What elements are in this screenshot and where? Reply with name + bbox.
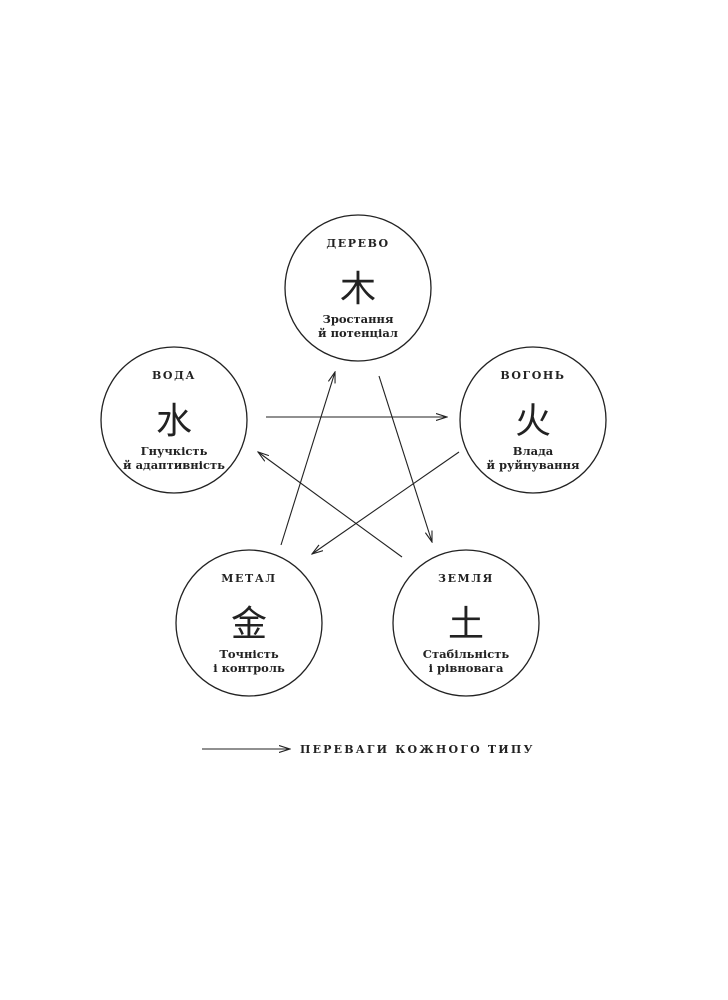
legend: ПЕРЕВАГИ КОЖНОГО ТИПУ [202, 743, 535, 756]
element-glyph-wood: 木 [340, 269, 376, 310]
element-glyph-water: 水 [156, 401, 192, 442]
element-name-fire: ВОГОНЬ [500, 369, 565, 382]
arrows-layer [258, 372, 460, 558]
arrow-metal-to-wood [280, 372, 335, 546]
element-desc-fire-line-2: й руйнування [486, 458, 580, 472]
element-glyph-earth: 土 [448, 604, 484, 645]
element-circle-water [100, 346, 248, 494]
element-name-wood: ДЕРЕВО [326, 237, 389, 250]
element-desc-wood-line-2: й потенціал [318, 326, 398, 340]
element-desc-metal-line-2: і контроль [213, 661, 285, 675]
arrow-fire-to-metal [312, 451, 460, 554]
element-desc-water-line-2: й адаптивність [123, 458, 225, 472]
element-desc-earth-line-2: і рівновага [429, 661, 504, 675]
element-name-water: ВОДА [152, 369, 196, 382]
element-desc-earth-line-1: Стабільність [423, 647, 510, 661]
element-desc-wood-line-1: Зростання [323, 312, 394, 326]
element-desc-fire-line-1: Влада [513, 444, 554, 458]
element-circle-earth [392, 549, 540, 697]
element-desc-metal-line-1: Точність [219, 647, 279, 661]
arrow-wood-to-earth [378, 375, 432, 542]
element-desc-water-line-1: Гнучкість [141, 444, 208, 458]
element-circle-metal [175, 549, 323, 697]
element-circle-fire [459, 346, 607, 494]
element-name-earth: ЗЕМЛЯ [438, 572, 494, 585]
element-glyph-fire: 火 [515, 401, 551, 442]
element-glyph-metal: 金 [231, 604, 267, 645]
element-circle-wood [284, 214, 432, 362]
element-name-metal: МЕТАЛ [221, 572, 276, 585]
arrow-earth-to-water [258, 452, 403, 558]
legend-label: ПЕРЕВАГИ КОЖНОГО ТИПУ [300, 743, 535, 756]
